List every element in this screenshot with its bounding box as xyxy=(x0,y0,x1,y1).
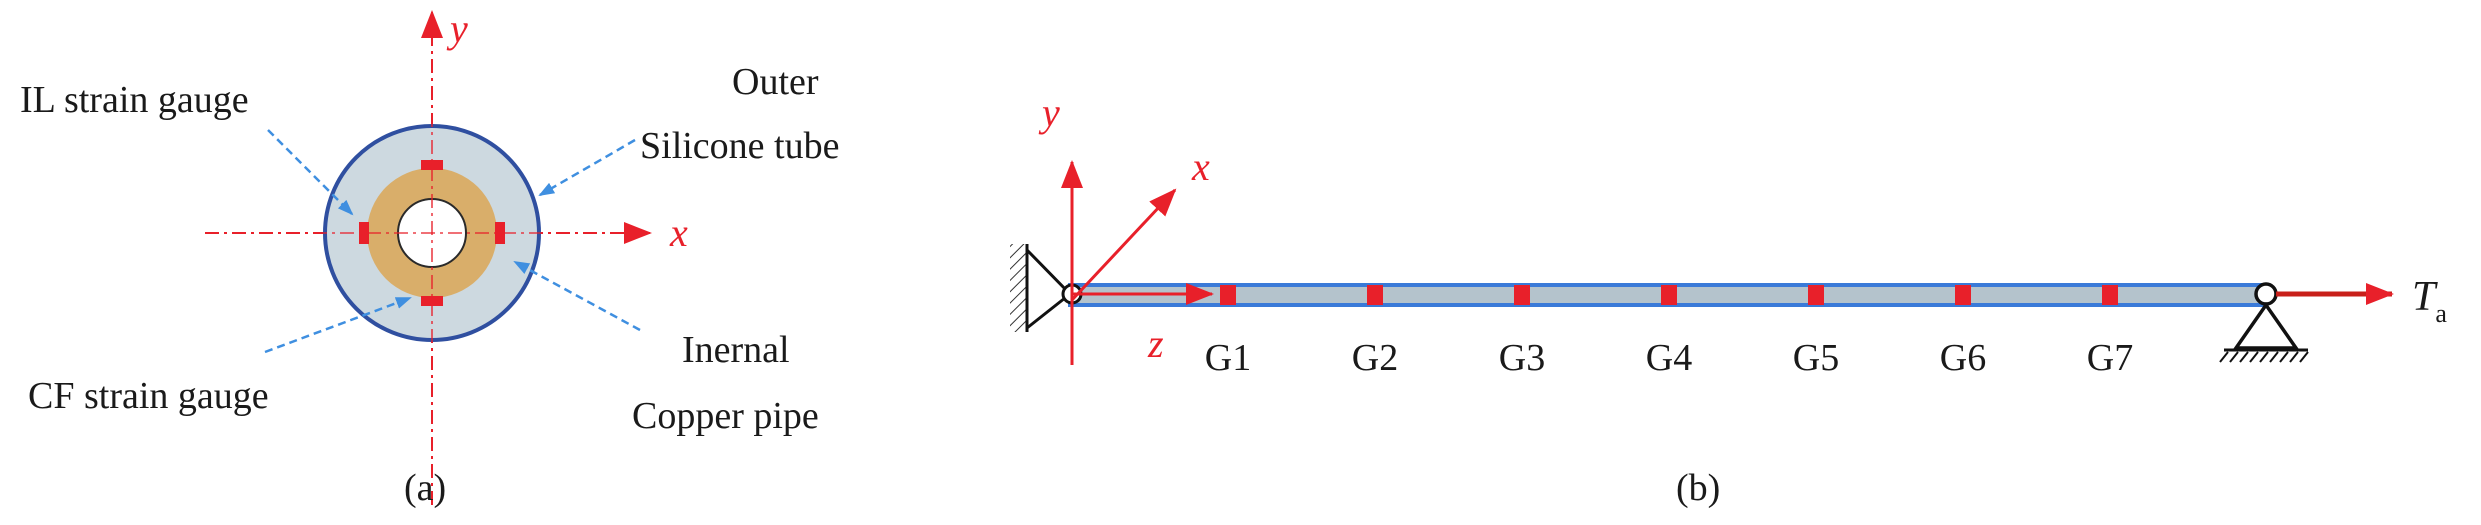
label-cf-strain-gauge: CF strain gauge xyxy=(28,375,269,417)
label-il-strain-gauge: IL strain gauge xyxy=(20,79,249,121)
x-axis-b xyxy=(1070,188,1177,302)
gauge-top xyxy=(421,160,443,170)
leader-outer xyxy=(538,138,636,197)
leader-inner xyxy=(513,260,641,332)
beam-gauge-g5 xyxy=(1808,285,1824,305)
caption-a: (a) xyxy=(404,467,446,509)
beam-gauge-g2 xyxy=(1367,285,1383,305)
gauge-labels: G1 G2 G3 G4 G5 G6 G7 xyxy=(1205,337,2133,379)
gauge-label-g1: G1 xyxy=(1205,337,1251,379)
axis-label-y-b: y xyxy=(1038,90,1060,135)
fixed-support-hatch xyxy=(1010,244,1026,332)
panel-b: y x z Ta G1 G2 G3 G4 G5 G6 G7 (b) xyxy=(1010,90,2447,509)
beam-gauge-g3 xyxy=(1514,285,1530,305)
caption-b: (b) xyxy=(1676,467,1720,509)
panel-a: y x IL strain gauge Outer Silicone tube … xyxy=(20,6,839,509)
axis-label-z-b: z xyxy=(1147,321,1164,366)
gauge-right xyxy=(495,222,505,244)
tension-subscript: a xyxy=(2435,299,2447,328)
beam-gauge-g7 xyxy=(2102,285,2118,305)
gauge-label-g4: G4 xyxy=(1646,337,1692,379)
label-outer-line2: Silicone tube xyxy=(640,125,839,167)
beam-gauge-g6 xyxy=(1955,285,1971,305)
label-inner-line2: Copper pipe xyxy=(632,395,819,437)
gauge-left xyxy=(359,222,369,244)
label-outer-line1: Outer xyxy=(732,61,819,103)
gauge-label-g3: G3 xyxy=(1499,337,1545,379)
gauge-label-g7: G7 xyxy=(2087,337,2133,379)
leader-il xyxy=(267,129,354,216)
axis-label-x-a: x xyxy=(669,210,688,255)
gauge-label-g5: G5 xyxy=(1793,337,1839,379)
right-pin xyxy=(2254,282,2278,306)
label-inner-line1: Inernal xyxy=(682,329,790,371)
beam-gauges xyxy=(1220,285,2118,305)
gauge-label-g2: G2 xyxy=(1352,337,1398,379)
gauge-label-g6: G6 xyxy=(1940,337,1986,379)
right-support-hatch xyxy=(2219,351,2309,363)
axis-label-x-b: x xyxy=(1191,144,1210,189)
gauge-bottom xyxy=(421,296,443,306)
axis-label-y-a: y xyxy=(446,6,468,51)
beam-gauge-g1 xyxy=(1220,285,1236,305)
beam-gauge-g4 xyxy=(1661,285,1677,305)
tension-label: Ta xyxy=(2412,274,2447,328)
tension-symbol: T xyxy=(2412,274,2438,320)
right-support-triangle xyxy=(2232,301,2300,350)
